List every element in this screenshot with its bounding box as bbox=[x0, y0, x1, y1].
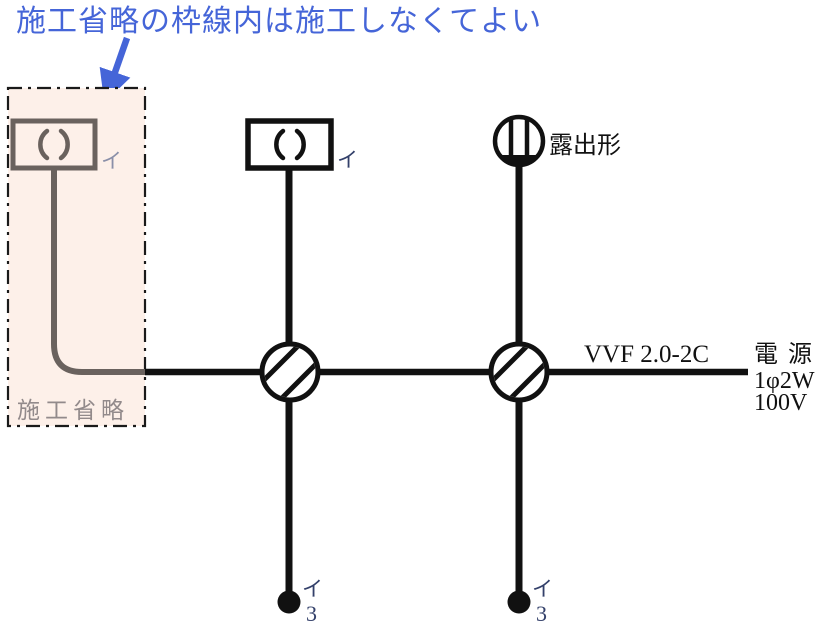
power-source-title: 電 源 bbox=[754, 341, 814, 368]
omitted-light-circuit-label: イ bbox=[101, 149, 122, 173]
power-phase-label: 1φ2W bbox=[754, 368, 815, 394]
junction-box-hatch-icon bbox=[493, 346, 545, 398]
fluorescent-light-symbol bbox=[245, 118, 334, 171]
power-voltage-label: 100V bbox=[754, 390, 808, 416]
cable-type-label: VVF 2.0-2C bbox=[584, 341, 709, 368]
middle-light-circuit-label: イ bbox=[337, 148, 358, 172]
switch-left-way-label: 3 bbox=[306, 601, 317, 626]
lamp-paren-right-icon bbox=[58, 128, 70, 161]
lamp-paren-left-icon bbox=[38, 128, 50, 161]
switch-left-symbol bbox=[277, 590, 301, 614]
switch-right-symbol bbox=[507, 590, 531, 614]
rosette-filled-base bbox=[499, 155, 539, 165]
omission-zone-label: 施工省略 bbox=[17, 398, 129, 423]
omission-zone-box bbox=[6, 86, 147, 428]
omission-annotation-text: 施工省略の枠線内は施工しなくてよい bbox=[16, 5, 542, 38]
rosette-type-label: 露出形 bbox=[549, 132, 621, 159]
fluorescent-box-outline bbox=[245, 118, 334, 171]
omitted-wire bbox=[51, 168, 146, 375]
switch-right-way-label: 3 bbox=[536, 601, 547, 626]
lamp-paren-left-icon bbox=[274, 128, 286, 161]
switch-left-circuit-label: イ bbox=[302, 577, 323, 601]
switch-right-circuit-label: イ bbox=[532, 577, 553, 601]
ceiling-rosette-exposed-symbol bbox=[492, 114, 546, 168]
fluorescent-box-outline bbox=[10, 118, 98, 171]
power-source-label: 電 源 1φ2W 100V bbox=[754, 341, 815, 416]
fluorescent-light-omitted-symbol bbox=[10, 118, 98, 171]
junction-box-hatch-icon bbox=[264, 346, 316, 398]
lamp-paren-right-icon bbox=[294, 128, 306, 161]
